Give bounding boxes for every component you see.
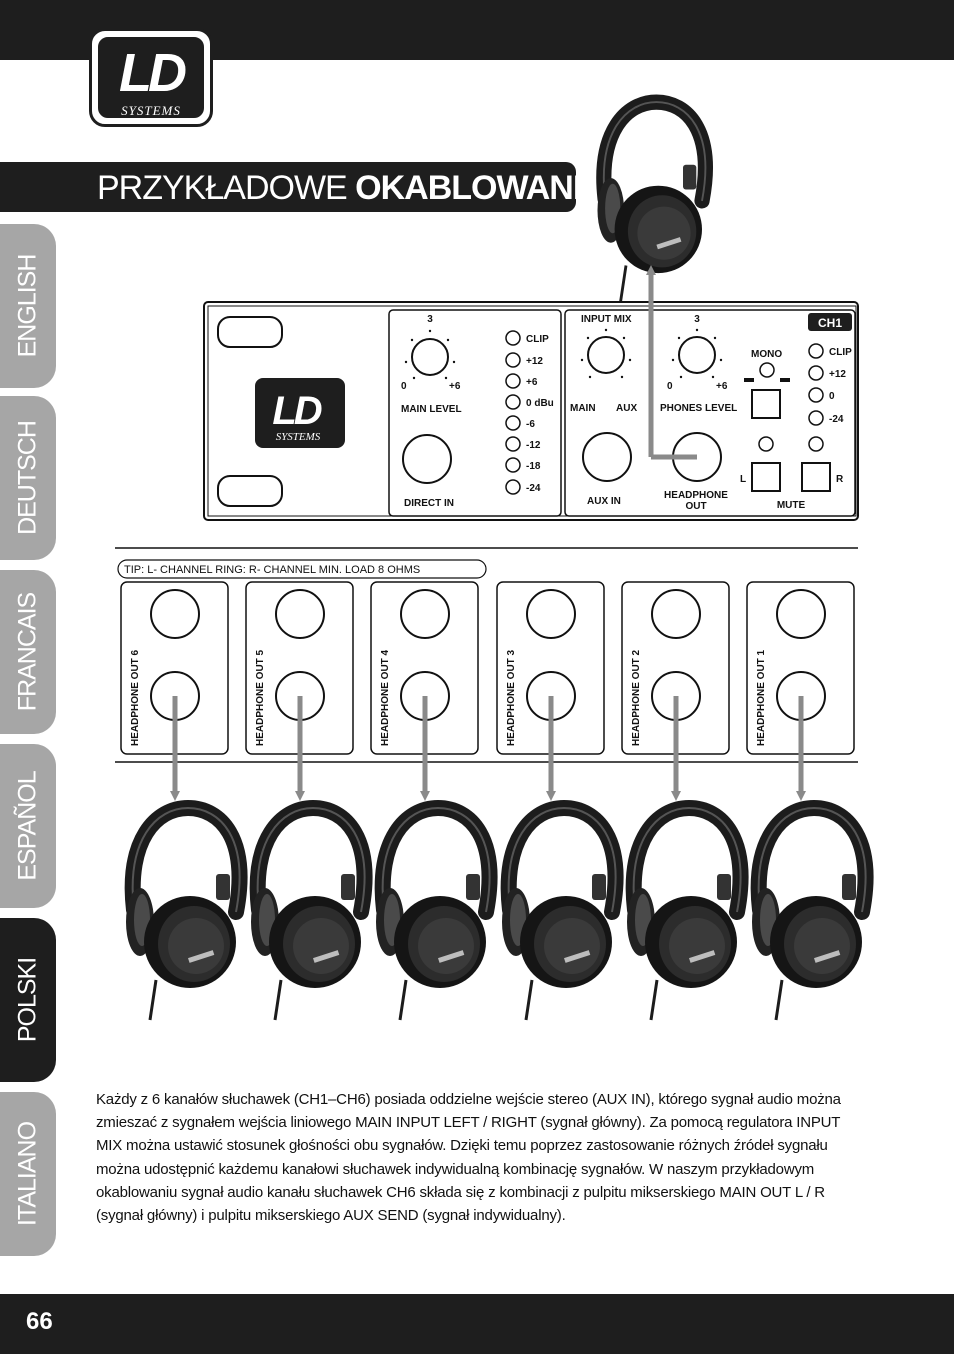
- headphones-icon: [376, 808, 490, 1020]
- logo-main: LD: [119, 43, 187, 103]
- main-level-max-label: +6: [449, 381, 461, 392]
- channel-badge: CH1: [818, 316, 842, 330]
- aux-in-jack[interactable]: [582, 432, 632, 482]
- mute-left-label: L: [740, 474, 746, 485]
- channel-meter: CLIP +12 0 -24: [808, 343, 852, 426]
- main-level-label: MAIN LEVEL: [401, 404, 462, 415]
- ch-meter-label: +12: [829, 369, 846, 380]
- input-mix-aux: AUX: [616, 403, 637, 414]
- out5-jack-top[interactable]: [275, 589, 325, 639]
- phones-level-max: 3: [694, 314, 700, 325]
- mute-right-label: R: [836, 474, 844, 485]
- meter-label: CLIP: [526, 334, 549, 345]
- rear-panel: TIP: L- CHANNEL RING: R- CHANNEL MIN. LO…: [115, 547, 858, 763]
- ch-meter-label: CLIP: [829, 347, 852, 358]
- out-label: HEADPHONE OUT 3: [506, 649, 517, 746]
- input-mix-main: MAIN: [570, 403, 596, 414]
- title-bar: [0, 162, 576, 212]
- headphone-out-line1: HEADPHONE: [664, 490, 728, 501]
- aux-in-label: AUX IN: [587, 496, 621, 507]
- out2-jack-top[interactable]: [651, 589, 701, 639]
- input-mix-knob[interactable]: [587, 336, 625, 374]
- out1-jack-top[interactable]: [776, 589, 826, 639]
- output-cables: [170, 696, 806, 801]
- main-level-min: 0: [401, 381, 407, 392]
- mute-right-button[interactable]: [801, 462, 831, 492]
- headphones-icon: [126, 808, 240, 1020]
- page-number: 66: [26, 1308, 53, 1335]
- meter-label: -24: [526, 483, 541, 494]
- phones-level-label: PHONES LEVEL: [660, 403, 737, 414]
- tab-english[interactable]: ENGLISH: [0, 224, 56, 388]
- input-mix-label: INPUT MIX: [581, 314, 632, 325]
- main-level-knob[interactable]: [411, 338, 449, 376]
- tab-deutsch[interactable]: DEUTSCH: [0, 396, 56, 560]
- out-label: HEADPHONE OUT 6: [130, 649, 141, 746]
- front-panel: LD SYSTEMS 3 0 +6 MAIN LEVEL DIRECT IN C…: [203, 301, 859, 521]
- logo-sub: SYSTEMS: [121, 103, 181, 118]
- tab-polski[interactable]: POLSKI: [0, 918, 56, 1082]
- title-light: PRZYKŁADOWE: [97, 169, 356, 207]
- panel-logo-sub: SYSTEMS: [276, 431, 321, 443]
- phones-level-min: 0: [667, 381, 673, 392]
- body-paragraph: Każdy z 6 kanałów słuchawek (CH1–CH6) po…: [96, 1091, 841, 1225]
- out-label: HEADPHONE OUT 1: [756, 649, 767, 746]
- out6-jack-top[interactable]: [150, 589, 200, 639]
- tab-italiano[interactable]: ITALIANO: [0, 1092, 56, 1256]
- tab-espanol[interactable]: ESPAÑOL: [0, 744, 56, 908]
- main-meter: CLIP +12 +6 0 dBu -6 -12 -18 -24: [505, 330, 554, 495]
- meter-label: +12: [526, 356, 543, 367]
- direct-in-jack[interactable]: [402, 434, 452, 484]
- meter-label: -6: [526, 419, 535, 430]
- out3-jack-top[interactable]: [526, 589, 576, 639]
- direct-in-label: DIRECT IN: [404, 498, 454, 509]
- page-title: PRZYKŁADOWE OKABLOWANIE:: [97, 168, 612, 208]
- out-label: HEADPHONE OUT 4: [380, 649, 391, 746]
- ch-meter-label: 0: [829, 391, 835, 402]
- headphone-out-1: HEADPHONE OUT 1: [746, 581, 855, 755]
- headphones-icon: [752, 808, 866, 1020]
- ch-meter-label: -24: [829, 414, 844, 425]
- panel-logo-main: LD: [272, 389, 321, 433]
- mono-label: MONO: [751, 349, 782, 360]
- mute-left-button[interactable]: [751, 462, 781, 492]
- meter-label: +6: [526, 377, 538, 388]
- headphones-icon: [502, 808, 616, 1020]
- bottom-bar: [0, 1294, 954, 1354]
- headphone-out-3: HEADPHONE OUT 3: [496, 581, 605, 755]
- headphones-row: [126, 808, 866, 1020]
- headphone-out-line2: OUT: [685, 501, 706, 512]
- meter-label: 0 dBu: [526, 398, 554, 409]
- meter-label: -18: [526, 461, 541, 472]
- headphones-icon: [627, 808, 741, 1020]
- phones-level-knob[interactable]: [678, 336, 716, 374]
- tip-label: TIP: L- CHANNEL RING: R- CHANNEL MIN. LO…: [124, 564, 420, 576]
- out4-jack-top[interactable]: [400, 589, 450, 639]
- headphone-out-6: HEADPHONE OUT 6: [120, 581, 229, 755]
- mono-button[interactable]: [751, 389, 781, 419]
- mute-label: MUTE: [777, 500, 806, 511]
- brand-logo: LD SYSTEMS: [89, 28, 213, 127]
- meter-label: -12: [526, 440, 541, 451]
- tab-francais[interactable]: FRANCAIS: [0, 570, 56, 734]
- headphones-icon: [251, 808, 365, 1020]
- title-bold: OKABLOWANIE: [355, 169, 604, 207]
- out-label: HEADPHONE OUT 2: [631, 649, 642, 746]
- out-label: HEADPHONE OUT 5: [255, 649, 266, 746]
- headphone-out-5: HEADPHONE OUT 5: [245, 581, 354, 755]
- phones-level-max-label: +6: [716, 381, 728, 392]
- main-level-max: 3: [427, 314, 433, 325]
